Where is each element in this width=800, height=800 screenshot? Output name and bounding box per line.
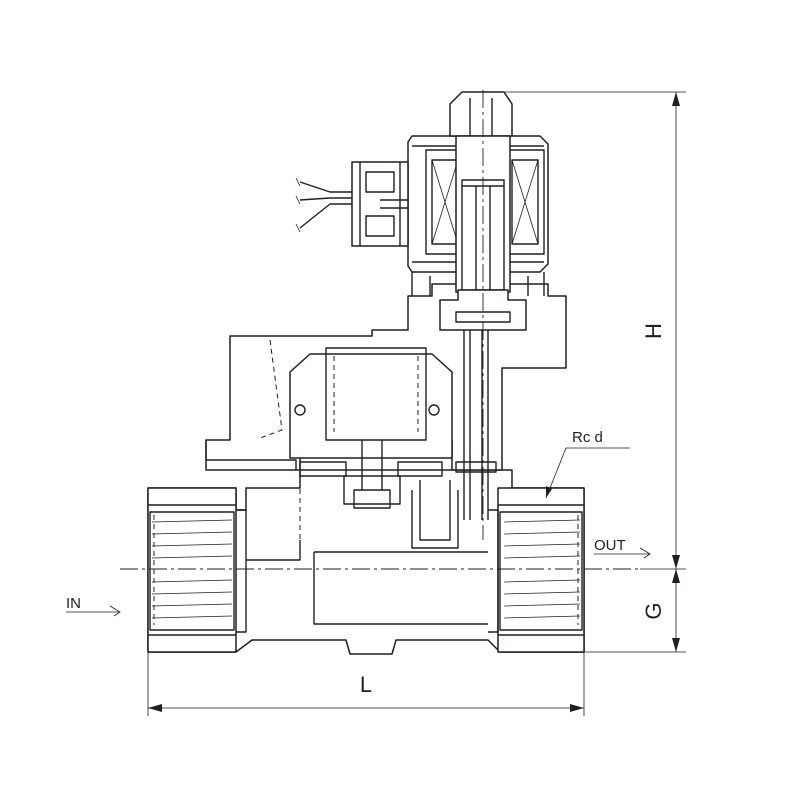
cable-gland <box>351 161 409 247</box>
dimension-h-label: H <box>641 323 666 339</box>
inlet-flow-indicator: IN <box>66 595 121 617</box>
dimension-l-label: L <box>360 672 372 697</box>
lead-wires <box>295 177 352 233</box>
dimension-g: G <box>584 569 686 653</box>
dimension-h: H <box>498 91 686 570</box>
outlet-port <box>488 487 585 653</box>
centerlines <box>120 90 640 570</box>
dimension-l: L <box>147 652 585 716</box>
port-thread-callout: Rc d <box>545 429 630 499</box>
plunger-tube <box>439 91 527 331</box>
flow-channel <box>246 480 488 625</box>
dimension-g-label: G <box>641 602 666 619</box>
port-thread-label: Rc d <box>572 429 603 446</box>
outlet-label: OUT <box>594 537 626 554</box>
inlet-label: IN <box>66 595 81 612</box>
inlet-port <box>147 487 247 653</box>
diaphragm-assembly <box>289 347 453 509</box>
outlet-flow-indicator: OUT <box>594 537 651 559</box>
